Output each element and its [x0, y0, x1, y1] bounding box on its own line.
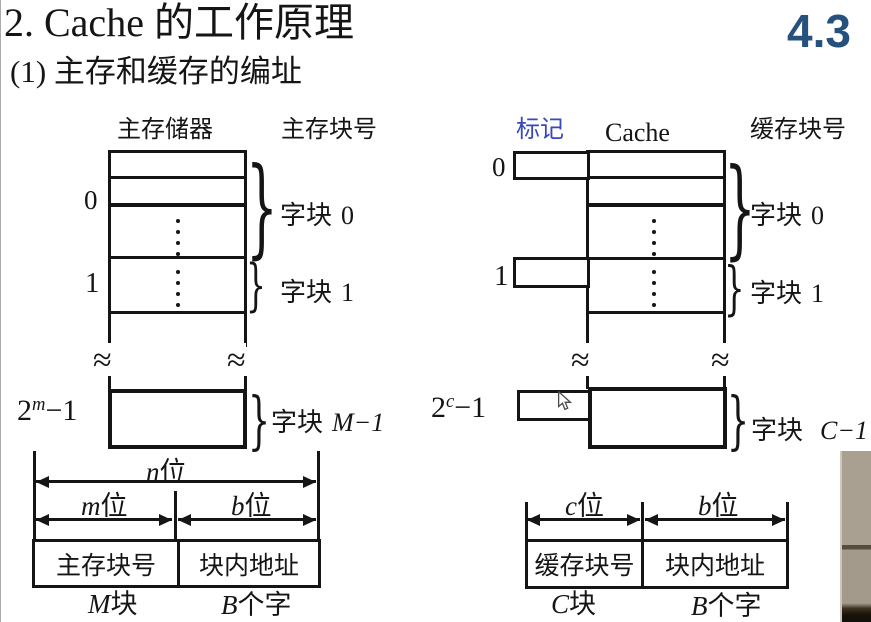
memory-block-no-cell: 主存块号: [35, 542, 180, 585]
cache-side-line: [586, 314, 589, 347]
memory-side-line: [108, 313, 111, 347]
break-mark: ≈: [227, 342, 246, 379]
n-bits-arrow: [36, 480, 316, 483]
address-tick: [33, 451, 36, 540]
break-mark: ≈: [711, 342, 730, 379]
c-bits-arrow: [527, 518, 640, 521]
cache-last-block-box: [588, 387, 727, 449]
B-words-label: B个字: [691, 591, 762, 621]
curly-brace: }: [246, 143, 278, 270]
address-tick: [786, 502, 789, 540]
memory-last-row-label: 2m−1: [17, 394, 78, 427]
b-bits-arrow: [645, 518, 785, 521]
break-mark: ≈: [93, 342, 112, 379]
memory-side-line: [108, 376, 111, 390]
cache-box: [586, 150, 726, 314]
memory-row1-label: 1: [85, 267, 100, 299]
webcam-video-strip: [840, 451, 871, 622]
cache-box-divider: [589, 257, 723, 260]
ellipsis-dots: [176, 219, 180, 256]
M-blocks-label: M块: [88, 589, 138, 619]
in-block-address-cell: 块内地址: [664, 553, 765, 580]
cache-side-line: [723, 314, 726, 347]
cache-row0-label: 0: [492, 152, 506, 182]
main-memory-last-block-box: [108, 389, 247, 449]
cache-tag0-box: [513, 151, 590, 180]
cache-header: Cache: [605, 118, 670, 147]
b-bits-label: b位: [698, 491, 739, 521]
address-tick: [317, 451, 320, 540]
cache-box-divider: [589, 176, 723, 179]
page-title: 2. Cache 的工作原理: [4, 0, 354, 45]
main-memory-header: 主存储器: [117, 117, 213, 143]
cache-block-no-header: 缓存块号: [750, 117, 846, 143]
curly-brace: }: [724, 253, 745, 322]
cache-last-tag-box: [517, 390, 591, 421]
cache-block-no-cell: 缓存块号: [528, 542, 644, 586]
m-bits-label: m位: [81, 491, 128, 521]
ellipsis-dots: [652, 270, 656, 307]
b-bits-arrow: [178, 518, 316, 521]
in-block-address-cell: 块内地址: [198, 552, 299, 580]
memory-side-line: [244, 376, 247, 390]
cache-row1-label: 1: [494, 260, 509, 292]
memory-box-divider: [111, 176, 244, 179]
B-words-label: B个字: [221, 590, 292, 620]
cache-box-divider: [589, 203, 723, 207]
cache-tag1-box: [513, 257, 590, 288]
curly-brace: }: [727, 383, 750, 458]
cache-last-row-label: 2c−1: [431, 391, 487, 424]
cache-side-line: [723, 376, 726, 389]
memory-address-table: 主存块号 块内地址: [32, 539, 321, 588]
main-memory-box: [108, 150, 247, 314]
ellipsis-dots: [652, 219, 656, 256]
cache-side-line: [586, 376, 589, 389]
memory-box-divider: [111, 203, 244, 207]
memory-row0-label: 0: [84, 185, 98, 215]
n-bits-label: n位: [146, 457, 187, 487]
screen-edge-line: [0, 0, 1, 622]
curly-brace: }: [248, 383, 271, 458]
mouse-cursor-icon: [557, 391, 572, 411]
cache-tag-header: 标记: [516, 117, 564, 143]
c-bits-label: c位: [565, 491, 604, 521]
m-bits-arrow: [36, 518, 172, 521]
curly-brace: }: [246, 253, 266, 319]
memory-box-divider: [111, 256, 244, 259]
page-subtitle: (1) 主存和缓存的编址: [10, 54, 302, 89]
C-blocks-label: C块: [551, 589, 597, 619]
main-memory-block-no-header: 主存块号: [281, 117, 377, 143]
section-number: 4.3: [787, 5, 851, 57]
break-mark: ≈: [571, 342, 590, 379]
curly-brace: }: [724, 144, 756, 272]
address-tick: [174, 491, 177, 540]
cache-address-table: 缓存块号 块内地址: [525, 539, 789, 589]
memory-side-line: [244, 313, 247, 347]
address-tick: [641, 502, 644, 540]
b-bits-label: b位: [231, 491, 272, 521]
ellipsis-dots: [176, 270, 180, 307]
